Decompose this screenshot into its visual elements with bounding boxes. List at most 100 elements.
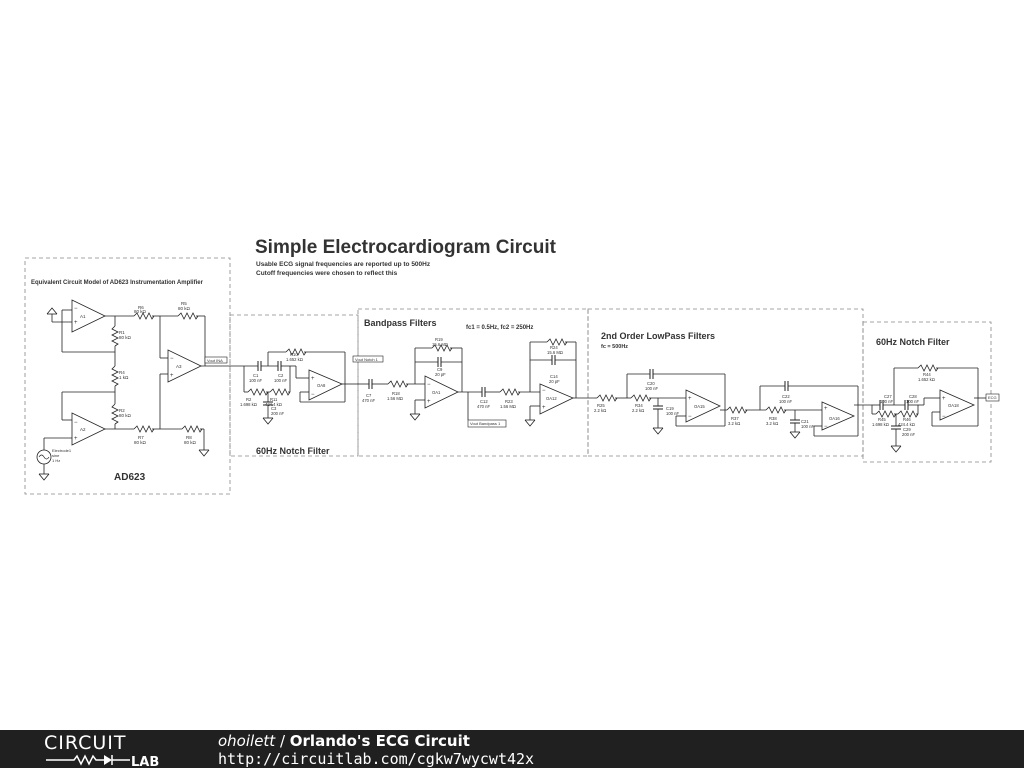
notch2-circuit <box>871 367 988 446</box>
opamp-a2-label: A2 <box>80 427 86 432</box>
net-label-vout-ina: Vout INA <box>204 356 228 364</box>
r2-value: 80 kΩ <box>119 413 132 418</box>
electrode-name: Electrode1 <box>52 448 72 453</box>
c29-name: C29 <box>903 427 911 432</box>
r11-value: 424.4 kΩ <box>265 402 282 407</box>
svg-text:+: + <box>942 396 946 402</box>
r19-name: R19 <box>435 337 443 342</box>
r11-name: R11 <box>270 397 278 402</box>
r6-value: 80 kΩ <box>134 309 147 314</box>
svg-text:+: + <box>688 396 692 402</box>
net-label-vout-notch: Vout Notch 1 <box>352 355 384 363</box>
r7-value: 80 kΩ <box>134 440 147 445</box>
lowpass-circuit <box>595 373 872 437</box>
net-label-vout-bandpass: Vout Bandpass 1 <box>467 419 507 428</box>
c19-value: 100 nF <box>666 411 679 416</box>
c2-value: 100 nF <box>274 378 287 383</box>
notch1-label: 60Hz Notch Filter <box>256 446 330 456</box>
c7-value: 470 nF <box>362 398 375 403</box>
c12-value: 470 nF <box>477 404 490 409</box>
lowpass-note: fc = 500Hz <box>601 344 628 350</box>
svg-text:Vout INA: Vout INA <box>207 358 223 363</box>
c9-name: C9 <box>437 367 443 372</box>
c1-value: 100 nF <box>249 378 262 383</box>
lowpass-label: 2nd Order LowPass Filters <box>601 331 715 341</box>
opamp-oa1-label: OA1 <box>432 390 441 395</box>
svg-text:CIRCUIT: CIRCUIT <box>44 732 127 754</box>
c27-value: 100 nF <box>880 399 893 404</box>
svg-text:−: − <box>542 388 546 394</box>
svg-text:−: − <box>74 306 78 312</box>
c3-value: 200 nF <box>271 411 284 416</box>
c1-name: C1 <box>253 373 259 378</box>
svg-text:+: + <box>824 406 828 412</box>
lowpass-box <box>587 308 864 457</box>
r1-value: 80 kΩ <box>119 335 132 340</box>
svg-text:+: + <box>427 399 431 405</box>
r18-value: 1.56 MΩ <box>387 396 403 401</box>
opamp-oa8-label: OA8 <box>317 383 326 388</box>
r45-value: 1.698 kΩ <box>872 422 889 427</box>
footer-project-line: ohoilett / Orlando's ECG Circuit <box>218 732 470 750</box>
r46-value: 424.4 kΩ <box>898 422 915 427</box>
c2-name: C2 <box>278 373 284 378</box>
r24-name: R24 <box>550 345 558 350</box>
r37-name: R37 <box>731 416 739 421</box>
svg-text:+: + <box>542 405 546 411</box>
opamp-oa18-label: OA18 <box>948 403 959 408</box>
svg-text:−: − <box>688 414 692 420</box>
project-title-link[interactable]: Orlando's ECG Circuit <box>289 732 470 750</box>
svg-text:−: − <box>942 414 946 420</box>
rn2-name: R2 <box>246 397 252 402</box>
ad623-circuit <box>43 299 230 474</box>
r25-value: 2.2 kΩ <box>594 408 606 413</box>
footer-separator: / <box>275 732 290 750</box>
svg-text:+: + <box>74 436 78 442</box>
c9-value: 20 pF <box>435 372 446 377</box>
r19-value: 15.6 MΩ <box>432 342 448 347</box>
c21-value: 100 nF <box>801 424 814 429</box>
subtitle-line-2: Cutoff frequencies were chosen to reflec… <box>256 270 398 277</box>
r6-name: R6 <box>138 305 144 310</box>
r2-name: R2 <box>119 408 125 413</box>
r38-value: 3.2 kΩ <box>766 421 778 426</box>
r4-name: R4 <box>119 370 125 375</box>
r25-name: R25 <box>597 403 605 408</box>
circuitlab-logo[interactable]: CIRCUIT LAB <box>44 732 174 768</box>
electrode-freq: 1 Hz <box>52 458 60 463</box>
author-link[interactable]: ohoilett <box>218 732 276 750</box>
r24-value: 15.6 MΩ <box>547 350 563 355</box>
electrode-type: sine <box>52 453 60 458</box>
c20-name: C20 <box>647 381 655 386</box>
r5-name: R5 <box>181 301 187 306</box>
r5-value: 80 kΩ <box>178 306 191 311</box>
c12-name: C12 <box>480 399 488 404</box>
c19-name: C19 <box>666 406 674 411</box>
r4-value: 1 kΩ <box>119 375 129 380</box>
opamp-a1-label: A1 <box>80 314 86 319</box>
r44-name: R44 <box>923 372 931 377</box>
c14-name: C14 <box>550 374 558 379</box>
r37-value: 3.2 kΩ <box>728 421 740 426</box>
svg-text:+: + <box>170 373 174 379</box>
diagram-title: Simple Electrocardiogram Circuit <box>255 237 557 258</box>
ad623-label: AD623 <box>114 472 146 483</box>
opamp-oa16-label: OA16 <box>829 416 840 421</box>
notch1-box <box>229 314 359 457</box>
notch1-circuit <box>230 351 358 418</box>
c21-name: C21 <box>801 419 809 424</box>
svg-text:−: − <box>74 420 78 426</box>
c14-value: 20 pF <box>549 379 560 384</box>
r38-name: R38 <box>769 416 777 421</box>
r23-value: 1.56 MΩ <box>500 404 516 409</box>
svg-text:+: + <box>311 376 315 382</box>
svg-text:+: + <box>74 320 78 326</box>
bandpass-note: fc1 = 0.5Hz, fc2 = 250Hz <box>466 325 533 331</box>
svg-text:−: − <box>427 382 431 388</box>
r1-name: R1 <box>119 330 125 335</box>
r8-value: 80 kΩ <box>184 440 197 445</box>
project-url[interactable]: http://circuitlab.com/cgkw7wycwt42x <box>218 750 535 768</box>
svg-text:−: − <box>311 392 315 398</box>
c27-name: C27 <box>884 394 892 399</box>
r44-value: 1.652 kΩ <box>918 377 935 382</box>
